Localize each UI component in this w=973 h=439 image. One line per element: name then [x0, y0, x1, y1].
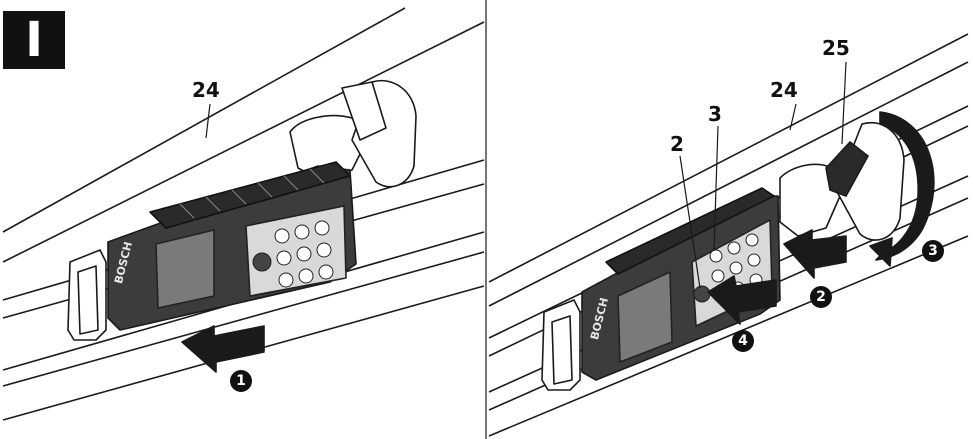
device-screen [155, 229, 215, 309]
leader-line [205, 103, 211, 139]
rail-clamp [341, 81, 387, 141]
step-badge-3: 3 [922, 240, 944, 262]
rail-edge [488, 33, 969, 283]
rotate-arrow-icon [875, 111, 935, 261]
figure-tag: I [3, 11, 65, 69]
callout-24-left: 24 [192, 78, 220, 102]
leader-line [789, 103, 797, 131]
device-screen [617, 271, 673, 363]
callout-24-right: 24 [770, 78, 798, 102]
clamp-lever [825, 141, 869, 197]
rail-bracket [67, 249, 107, 341]
push-arrow-icon [707, 275, 777, 325]
figure-tag-label: I [25, 12, 43, 68]
device-top-strip [149, 161, 351, 229]
rail-edge [2, 21, 485, 263]
rotate-arrow-icon [869, 237, 893, 267]
device-top-strip [605, 187, 775, 275]
leader-line [841, 61, 847, 145]
rail-edge [488, 61, 969, 307]
step-badge-4: 4 [732, 330, 754, 352]
push-arrow-icon [181, 325, 265, 373]
rail-bracket [541, 299, 581, 391]
leader-line [679, 155, 701, 289]
step-badge-1: 1 [230, 370, 252, 392]
push-arrow-icon [783, 229, 847, 279]
rail-edge [2, 251, 485, 387]
rail-bracket [77, 265, 99, 335]
rail-edge [488, 235, 969, 437]
callout-2: 2 [670, 132, 684, 156]
callout-3: 3 [708, 102, 722, 126]
rail-edge [2, 7, 406, 233]
step-badge-2: 2 [810, 286, 832, 308]
right-scene [488, 33, 969, 437]
leader-line [713, 125, 719, 251]
callout-25: 25 [822, 36, 850, 60]
left-scene [2, 7, 485, 421]
rail-bracket [551, 315, 573, 385]
